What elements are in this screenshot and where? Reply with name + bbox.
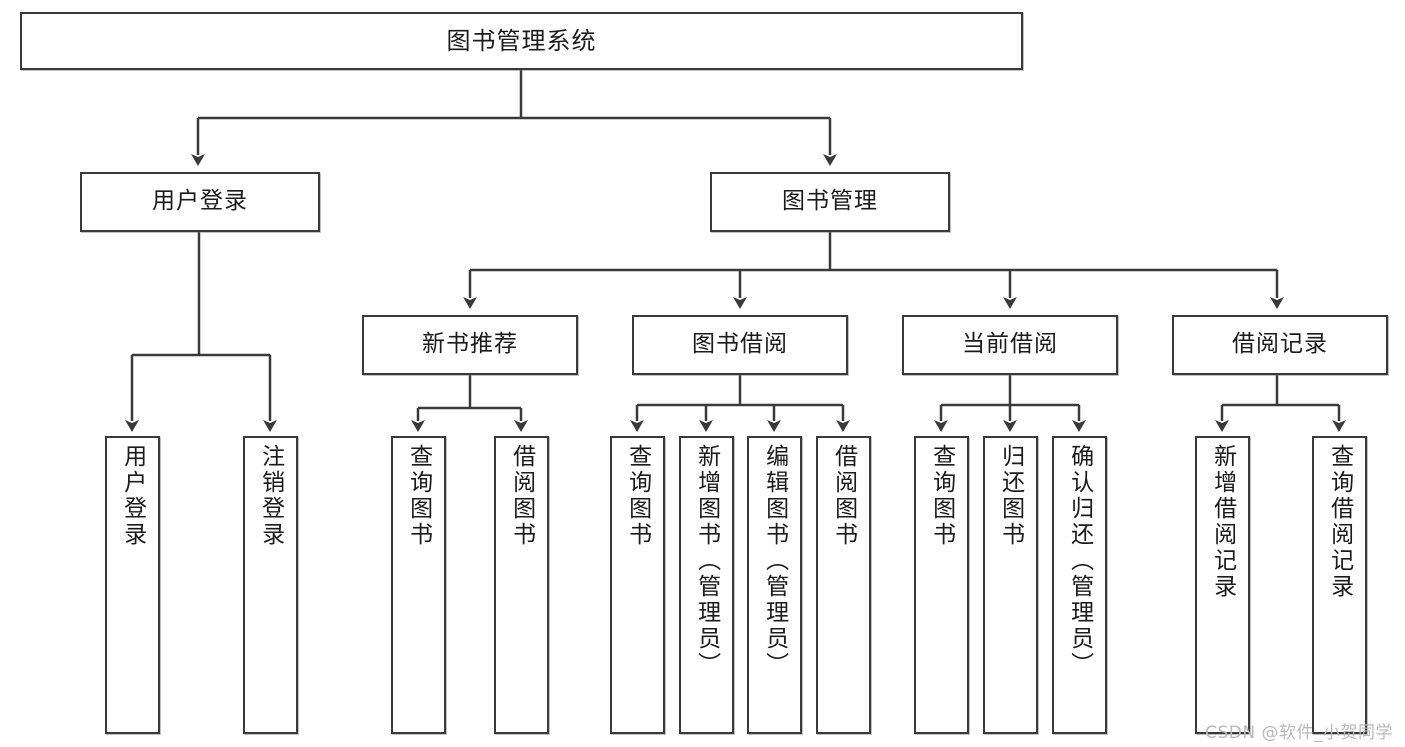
- leaf-label: 注销登录: [257, 444, 284, 548]
- leaf-label: 查询借阅记录: [1326, 444, 1353, 600]
- node-new-book-recommend-label: 新书推荐: [422, 331, 518, 358]
- leaf-label: 新增图书（管理员）: [693, 444, 720, 678]
- leaf-user-login-login[interactable]: 用户登录: [105, 436, 160, 734]
- leaf-new-book-query[interactable]: 查询图书: [391, 436, 446, 734]
- node-borrow-record-label: 借阅记录: [1232, 331, 1328, 358]
- leaf-label: 确认归还（管理员）: [1066, 444, 1093, 678]
- node-root-label: 图书管理系统: [446, 26, 597, 55]
- leaf-user-login-logout[interactable]: 注销登录: [243, 436, 298, 734]
- leaf-label: 归还图书: [997, 444, 1024, 548]
- node-user-login[interactable]: 用户登录: [80, 172, 320, 232]
- node-book-borrow-label: 图书借阅: [692, 331, 788, 358]
- leaf-label: 用户登录: [119, 444, 146, 548]
- leaf-label: 借阅图书: [508, 444, 535, 548]
- leaf-label: 查询图书: [624, 444, 651, 548]
- node-book-borrow[interactable]: 图书借阅: [632, 315, 848, 375]
- leaf-current-return-book[interactable]: 归还图书: [983, 436, 1038, 734]
- csdn-watermark: CSDN @软件_小贺同学: [1205, 723, 1393, 743]
- node-book-management-label: 图书管理: [782, 188, 878, 215]
- node-current-borrow-label: 当前借阅: [962, 331, 1058, 358]
- node-root-system[interactable]: 图书管理系统: [20, 12, 1023, 70]
- leaf-current-confirm-return-admin[interactable]: 确认归还（管理员）: [1052, 436, 1107, 734]
- node-book-management[interactable]: 图书管理: [710, 172, 950, 232]
- node-new-book-recommend[interactable]: 新书推荐: [362, 315, 578, 375]
- leaf-current-query-book[interactable]: 查询图书: [914, 436, 969, 734]
- node-borrow-record[interactable]: 借阅记录: [1172, 315, 1388, 375]
- leaf-record-add-record[interactable]: 新增借阅记录: [1195, 436, 1250, 734]
- leaf-label: 查询图书: [928, 444, 955, 548]
- leaf-label: 编辑图书（管理员）: [761, 444, 788, 678]
- leaf-borrow-borrow-book[interactable]: 借阅图书: [816, 436, 871, 734]
- leaf-label: 查询图书: [405, 444, 432, 548]
- leaf-label: 新增借阅记录: [1209, 444, 1236, 600]
- leaf-borrow-add-book-admin[interactable]: 新增图书（管理员）: [679, 436, 734, 734]
- node-user-login-label: 用户登录: [152, 188, 248, 215]
- leaf-borrow-edit-book-admin[interactable]: 编辑图书（管理员）: [747, 436, 802, 734]
- node-current-borrow[interactable]: 当前借阅: [902, 315, 1118, 375]
- leaf-new-book-borrow[interactable]: 借阅图书: [494, 436, 549, 734]
- leaf-borrow-query-book[interactable]: 查询图书: [610, 436, 665, 734]
- leaf-record-query-record[interactable]: 查询借阅记录: [1312, 436, 1367, 734]
- leaf-label: 借阅图书: [830, 444, 857, 548]
